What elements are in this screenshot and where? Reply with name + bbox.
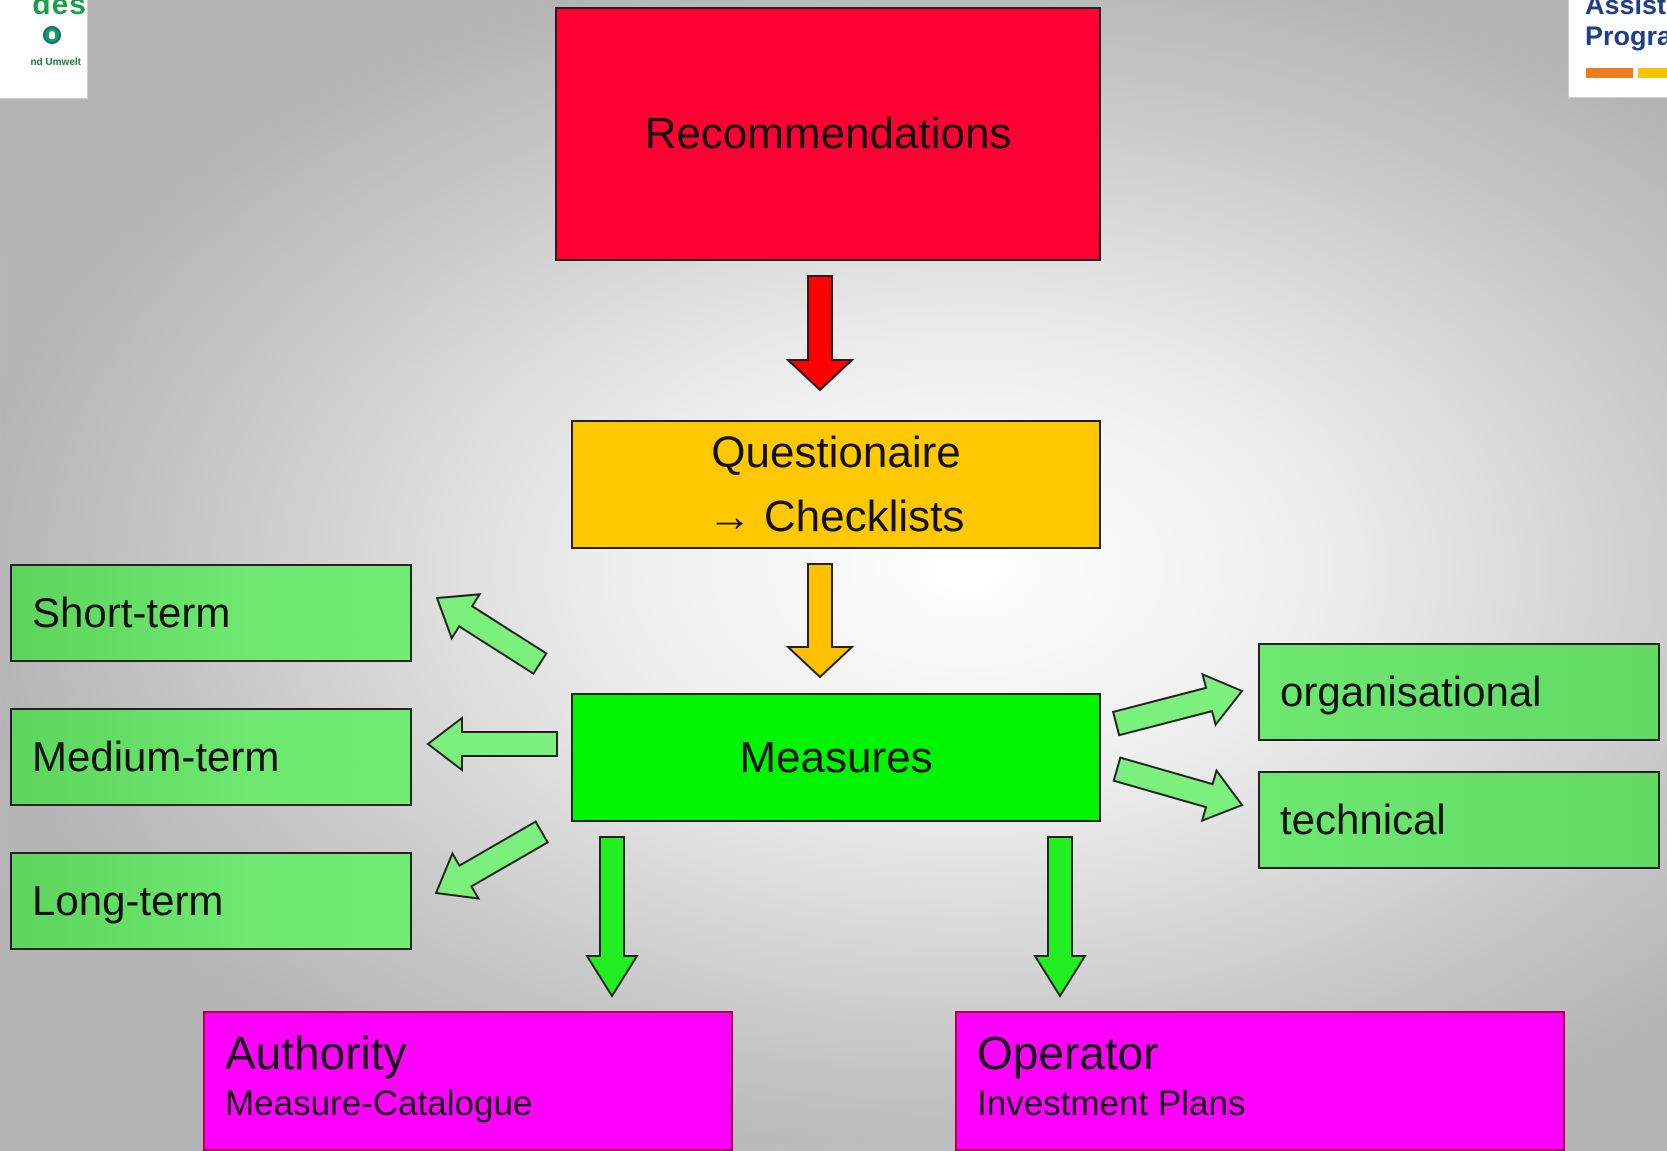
authority-subtitle: Measure-Catalogue bbox=[225, 1083, 533, 1123]
operator-box: Operator Investment Plans bbox=[955, 1011, 1565, 1151]
partner-logo-left: des nd Umwelt bbox=[0, 0, 88, 99]
long-term-box: Long-term bbox=[10, 852, 412, 950]
arrow-recommendations-to-questionaire bbox=[785, 275, 855, 392]
arrow-measures-to-operator bbox=[1033, 836, 1087, 998]
arrow-measures-to-medium-term bbox=[426, 715, 558, 773]
recommendations-label: Recommendations bbox=[644, 109, 1012, 158]
arrow-measures-to-short-term bbox=[435, 593, 548, 676]
authority-title: Authority bbox=[225, 1027, 407, 1079]
logo-left-subtext: nd Umwelt bbox=[30, 57, 81, 68]
short-term-box: Short-term bbox=[10, 564, 412, 662]
questionaire-label: Questionaire bbox=[711, 427, 961, 477]
logo-right-bar-yellow bbox=[1638, 68, 1667, 78]
recommendations-box: Recommendations bbox=[555, 7, 1101, 261]
logo-right-line1: Assist bbox=[1585, 0, 1667, 20]
long-term-label: Long-term bbox=[32, 877, 224, 924]
operator-subtitle: Investment Plans bbox=[977, 1083, 1246, 1123]
operator-title: Operator bbox=[977, 1027, 1159, 1079]
measures-label: Measures bbox=[739, 732, 933, 782]
logo-right-bar-orange bbox=[1586, 68, 1633, 78]
organisational-label: organisational bbox=[1280, 668, 1542, 715]
checklists-label: → Checklists bbox=[707, 491, 965, 541]
short-term-label: Short-term bbox=[32, 589, 231, 636]
medium-term-label: Medium-term bbox=[32, 733, 280, 780]
arrow-questionaire-to-measures bbox=[785, 563, 855, 679]
arrow-measures-to-technical bbox=[1112, 756, 1244, 823]
authority-box: Authority Measure-Catalogue bbox=[203, 1011, 733, 1151]
organisational-box: organisational bbox=[1258, 643, 1660, 741]
un-emblem-icon bbox=[43, 26, 61, 44]
logo-right-line2: Progra bbox=[1585, 21, 1667, 51]
partner-logo-right: Assist Progra bbox=[1568, 0, 1667, 98]
questionaire-box: Questionaire → Checklists bbox=[571, 420, 1101, 549]
arrow-measures-to-organisational bbox=[1111, 672, 1244, 737]
arrow-measures-to-authority bbox=[585, 836, 639, 998]
measures-box: Measures bbox=[571, 693, 1101, 822]
technical-label: technical bbox=[1280, 796, 1446, 843]
logo-left-wordmark: des bbox=[32, 0, 87, 21]
arrow-measures-to-long-term bbox=[434, 820, 550, 900]
medium-term-box: Medium-term bbox=[10, 708, 412, 806]
technical-box: technical bbox=[1258, 771, 1660, 869]
